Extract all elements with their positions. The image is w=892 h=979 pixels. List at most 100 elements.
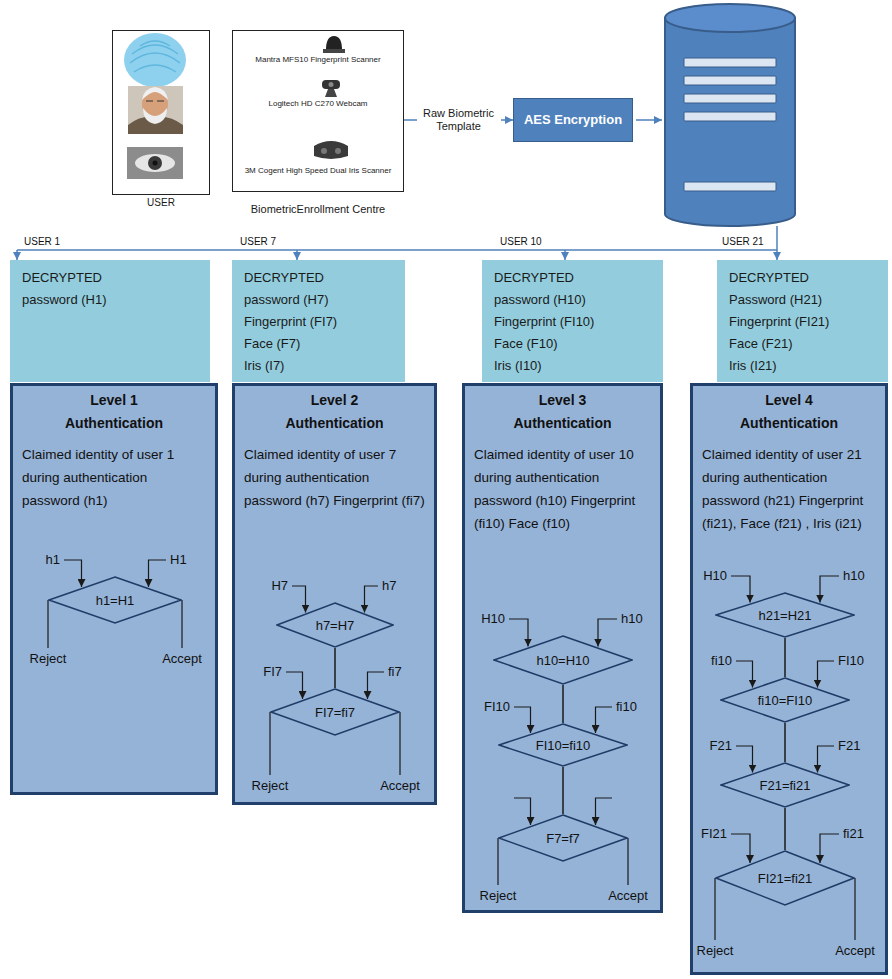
condition-text: h7=H7: [316, 618, 355, 633]
distribution-line: [17, 249, 777, 251]
input-arrow: [731, 834, 750, 863]
record-line: DECRYPTED: [494, 267, 651, 289]
input-label: fi10: [616, 699, 637, 714]
outcome-line: [399, 712, 400, 775]
panel-fill: [232, 383, 437, 805]
webcam-lens: [329, 82, 334, 87]
outcome-line: [627, 838, 628, 885]
input-arrow: [514, 798, 531, 825]
distribution-arrow: [16, 250, 18, 260]
decision-diamond: fi10=FI10: [720, 677, 850, 723]
storage-arrow: [636, 119, 662, 121]
face-photo-beard: [143, 108, 167, 124]
input-arrow: [736, 661, 753, 688]
record-line: Password (H21): [729, 289, 876, 311]
user-label: USER 7: [240, 234, 276, 249]
iris-scanner-lens: [335, 148, 341, 154]
input-label: h1: [46, 552, 60, 567]
input-label: FI21: [701, 826, 727, 841]
box-label: AES Encryption: [524, 112, 622, 128]
connector: [784, 638, 786, 677]
record-line: Face (F21): [729, 333, 876, 355]
outcome-label: Accept: [380, 778, 420, 793]
panel-fill: [10, 260, 210, 382]
user-label: USER 1: [24, 234, 60, 249]
decrypted-record-box: DECRYPTEDPassword (H21)Fingerprint (FI21…: [717, 260, 888, 382]
input-label: F21: [710, 738, 732, 753]
database-stripe: [684, 112, 776, 121]
record-line: Fingerprint (FI7): [244, 311, 393, 333]
device-label: Logitech HD C270 Webcam: [233, 99, 403, 109]
connector: [562, 767, 564, 814]
eye-photo-white: [135, 154, 175, 172]
outcome-line: [714, 878, 715, 940]
condition-text: h1=H1: [96, 593, 135, 608]
connector-label: Raw Biometric Template: [417, 106, 501, 134]
face-photo-hair: [142, 87, 168, 100]
condition-text: h10=H10: [536, 653, 589, 668]
eye-photo-ground: [127, 147, 183, 179]
outcome-label: Reject: [480, 888, 517, 903]
distribution-line: [776, 226, 778, 250]
decrypted-record-box: DECRYPTEDpassword (H1): [10, 260, 210, 382]
level-description: Claimed identity of user 10 during authe…: [474, 443, 651, 535]
condition-text: F21=fi21: [760, 778, 811, 793]
outcome-label: Reject: [697, 943, 734, 958]
authentication-level-panel: Level 1 AuthenticationClaimed identity o…: [10, 383, 218, 795]
authentication-level-panel: Level 3 AuthenticationClaimed identity o…: [462, 383, 663, 913]
outcome-line: [269, 712, 270, 775]
record-line: password (H7): [244, 289, 393, 311]
outcome-line: [854, 878, 855, 940]
input-label: h10: [621, 611, 643, 626]
outcome-label: Accept: [162, 651, 202, 666]
database-top: [665, 4, 795, 32]
condition-text: F7=f7: [546, 831, 580, 846]
database-stripe: [684, 182, 776, 191]
face-photo-glasses: [146, 100, 164, 101]
input-arrow: [596, 798, 613, 825]
process-box: AES Encryption: [513, 98, 633, 142]
decision-diamond: FI10=fi10: [498, 723, 628, 767]
input-label: fi21: [843, 826, 864, 841]
fingerprint-ridges: [130, 41, 180, 72]
device-label: 3M Cogent High Speed Dual Iris Scanner: [233, 166, 403, 176]
fingerprint-image: [124, 33, 186, 87]
database-stripe: [684, 76, 776, 85]
input-arrow: [514, 707, 531, 733]
caption: USER: [93, 197, 229, 209]
outcome-label: Reject: [252, 778, 289, 793]
face-photo-ground: [128, 86, 183, 134]
input-label: FI10: [838, 653, 864, 668]
eye-photo-pupil: [153, 161, 158, 166]
diamond-shape: [716, 593, 854, 637]
level-description: Claimed identity of user 1 during authen…: [22, 443, 206, 512]
record-line: Fingerprint (FI21): [729, 311, 876, 333]
level-heading: Level 3 Authentication: [498, 389, 628, 435]
outcome-label: Reject: [30, 651, 67, 666]
diamond-shape: [277, 603, 393, 647]
input-label: fi10: [711, 653, 732, 668]
decision-diamond: F21=fi21: [720, 762, 850, 808]
webcam-icon: [322, 80, 340, 89]
input-arrow: [820, 576, 839, 603]
condition-text: fi10=FI10: [758, 693, 813, 708]
input-arrow: [368, 672, 385, 699]
iris-scanner-icon: [314, 141, 348, 159]
input-label: F21: [838, 738, 860, 753]
connector: [334, 648, 336, 688]
input-label: H10: [481, 611, 505, 626]
condition-text: FI10=fi10: [536, 738, 591, 753]
database-stripe: [684, 58, 776, 67]
level-description: Claimed identity of user 21 during authe…: [702, 443, 876, 535]
record-line: Face (F7): [244, 333, 393, 355]
diamond-shape: [721, 763, 849, 807]
input-label: h10: [843, 568, 865, 583]
decision-diamond: h1=H1: [48, 576, 182, 624]
outcome-line: [497, 838, 498, 885]
diamond-shape: [499, 724, 627, 766]
authentication-level-panel: Level 4 AuthenticationClaimed identity o…: [690, 383, 888, 975]
eye-photo-iris: [148, 156, 162, 170]
level-heading: Level 1 Authentication: [49, 389, 179, 435]
input-label: H1: [170, 552, 187, 567]
